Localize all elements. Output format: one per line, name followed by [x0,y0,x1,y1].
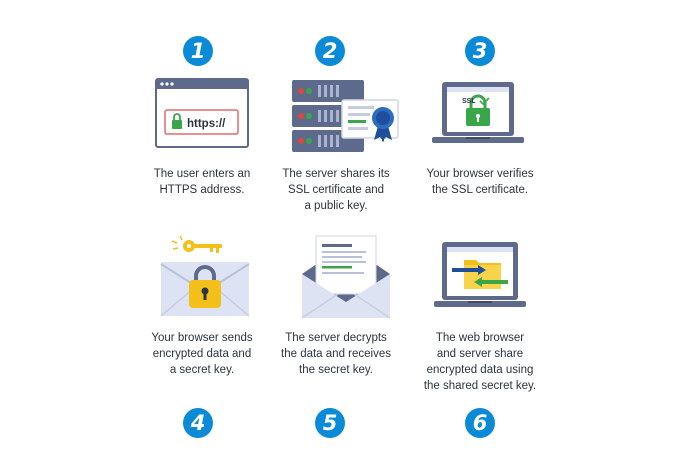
server-with-certificate-icon [292,80,399,152]
caption-line: the secret key. [299,364,373,376]
caption-line: The server shares its [282,168,390,180]
step-2-number: 2 [315,36,345,66]
caption-line: a secret key. [169,364,235,376]
caption-line: and server share [436,348,524,360]
step-3-number: 3 [465,36,495,66]
envelope-with-lock-and-key-icon [160,235,250,317]
step-5-number: 5 [315,408,345,438]
caption-line: the data and receives [281,348,391,360]
caption-line: The user enters an [153,168,251,180]
caption-line: Your browser sends [151,332,253,344]
caption-line: The server decrypts [285,332,387,344]
https-address-text: https:// [187,118,226,130]
key-icon [171,235,222,253]
step-6-number: 6 [465,408,495,438]
open-envelope-document-icon [301,235,391,319]
folder-icon [464,260,501,289]
caption-line: the SSL certificate. [431,184,529,196]
step-3-caption: Your browser verifies the SSL certificat… [395,166,565,198]
caption-line: a public key. [304,200,368,212]
caption-line: HTTPS address. [159,184,245,196]
caption-line: SSL certificate and [287,184,385,196]
browser-window-icon: https:// [155,78,249,148]
step-1-caption: The user enters an HTTPS address. [117,166,287,198]
step-5-caption: The server decrypts the data and receive… [251,330,421,378]
step-1-number: 1 [183,36,213,66]
ssl-label: SSL [462,98,476,105]
caption-line: encrypted data using [426,364,534,376]
caption-line: Your browser verifies [426,168,534,180]
step-6-caption: The web browser and server share encrypt… [395,330,565,394]
step-4-number: 4 [183,408,213,438]
laptop-ssl-lock-icon: SSL [432,82,524,143]
step-4-caption: Your browser sends encrypted data and a … [117,330,287,378]
caption-line: The web browser [435,332,525,344]
caption-line: the shared secret key. [423,380,537,392]
caption-line: encrypted data and [152,348,252,360]
exchange-arrows-icon [452,265,508,287]
step-2-caption: The server shares its SSL certificate an… [251,166,421,214]
laptop-data-exchange-icon [434,242,526,307]
